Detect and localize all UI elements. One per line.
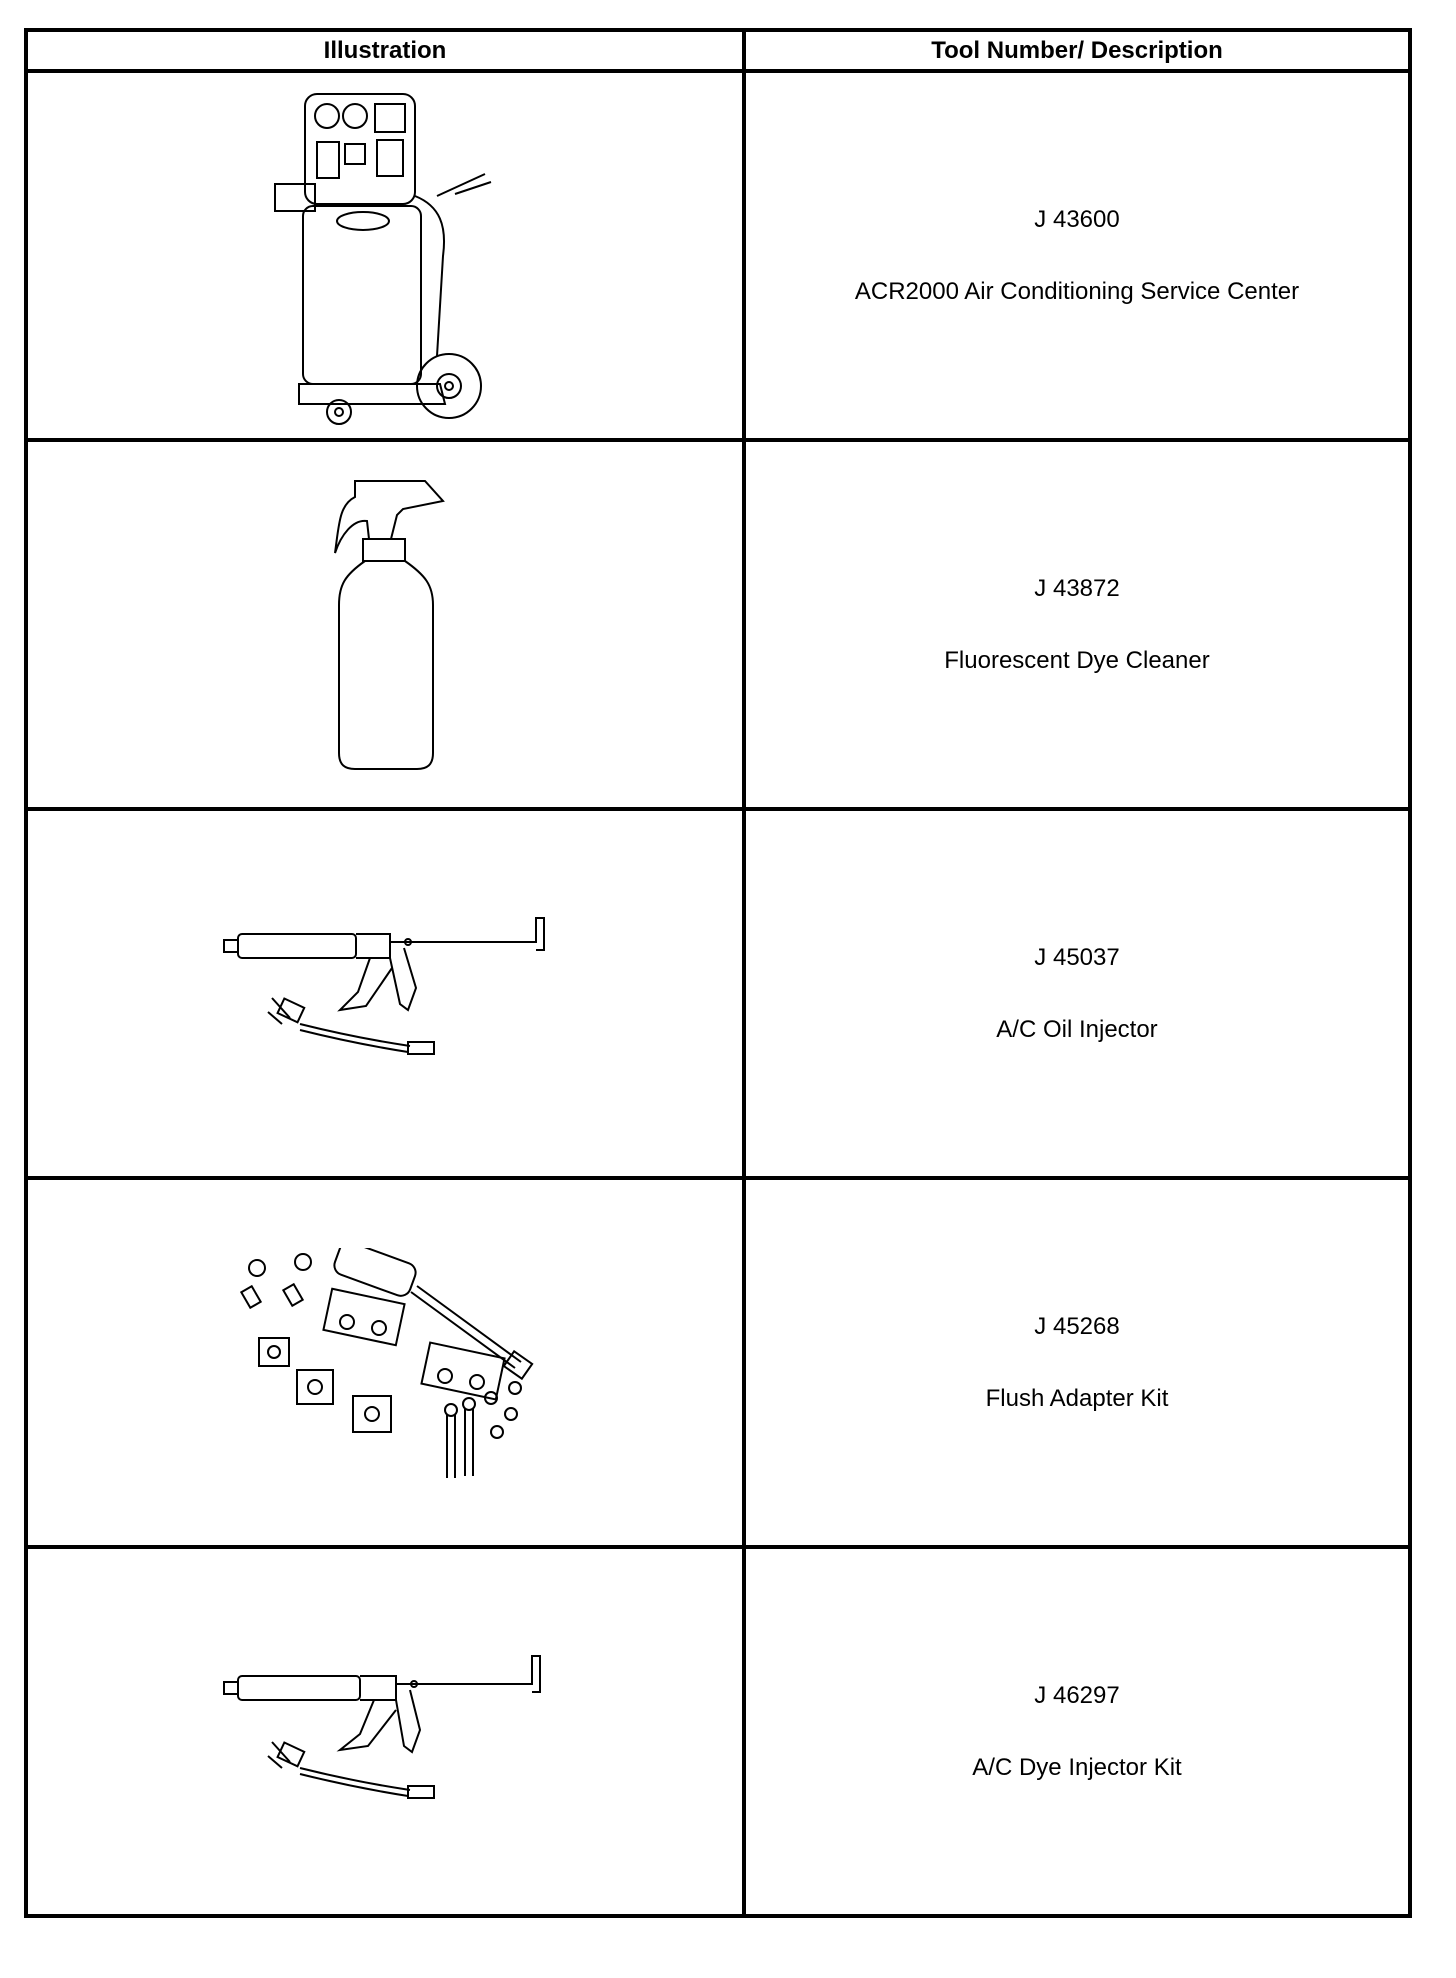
tool-description: A/C Oil Injector (996, 1015, 1158, 1043)
description-cell: J 45037 A/C Oil Injector (742, 807, 1412, 1180)
header-tool-description: Tool Number/ Description (742, 28, 1412, 73)
illustration-cell (24, 438, 746, 811)
flush-adapter-kit-icon (215, 1248, 555, 1478)
tool-description: ACR2000 Air Conditioning Service Center (854, 277, 1300, 305)
description-cell: J 45268 Flush Adapter Kit (742, 1176, 1412, 1549)
description-cell: J 43872 Fluorescent Dye Cleaner (742, 438, 1412, 811)
dye-injector-gun-icon (220, 1652, 550, 1812)
tool-table: Illustration Tool Number/ Description (24, 28, 1412, 1918)
tool-description: A/C Dye Injector Kit (972, 1753, 1182, 1781)
tool-number: J 45268 (1034, 1312, 1120, 1340)
table-row: J 43872 Fluorescent Dye Cleaner (24, 438, 1412, 811)
header-row: Illustration Tool Number/ Description (24, 28, 1412, 73)
table-row: J 45037 A/C Oil Injector (24, 807, 1412, 1180)
illustration-cell (24, 1545, 746, 1918)
oil-injector-gun-icon (220, 914, 550, 1074)
illustration-cell (24, 69, 746, 442)
spray-bottle-icon (305, 475, 465, 775)
tool-number: J 46297 (1034, 1681, 1120, 1709)
description-cell: J 43600 ACR2000 Air Conditioning Service… (742, 69, 1412, 442)
tool-number: J 43872 (1034, 574, 1120, 602)
illustration-cell (24, 807, 746, 1180)
table-row: J 46297 A/C Dye Injector Kit (24, 1545, 1412, 1918)
tool-number: J 45037 (1034, 943, 1120, 971)
tool-description: Fluorescent Dye Cleaner (944, 646, 1210, 674)
description-cell: J 46297 A/C Dye Injector Kit (742, 1545, 1412, 1918)
header-illustration: Illustration (24, 28, 746, 73)
tool-number: J 43600 (1034, 205, 1120, 233)
table-row: J 43600 ACR2000 Air Conditioning Service… (24, 69, 1412, 442)
ac-service-cart-icon (255, 86, 515, 426)
illustration-cell (24, 1176, 746, 1549)
tool-description: Flush Adapter Kit (985, 1384, 1169, 1412)
table-row: J 45268 Flush Adapter Kit (24, 1176, 1412, 1549)
